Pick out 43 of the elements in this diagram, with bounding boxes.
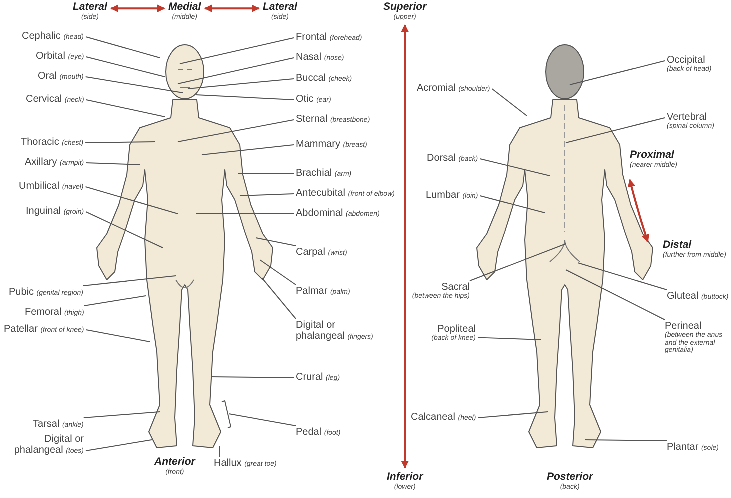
leader-line: [202, 144, 294, 156]
leader-line: [566, 270, 666, 320]
leader-line: [86, 56, 166, 78]
leader-line: [85, 36, 160, 58]
leader-line: [584, 440, 668, 442]
leader-line: [86, 212, 164, 248]
direction-term: Proximal: [630, 150, 676, 162]
leader-line: [262, 278, 296, 320]
leader-line: [188, 78, 294, 90]
leader-line: [86, 162, 140, 166]
leader-line: [212, 376, 294, 378]
leader-line: [228, 414, 296, 426]
leader-line: [178, 120, 294, 142]
leader-line: [83, 276, 176, 286]
leader-line: [196, 94, 294, 100]
leader-line: [570, 60, 666, 86]
leader-line: [85, 76, 184, 94]
leader-line: [478, 337, 542, 340]
leader-line: [86, 100, 166, 118]
direction-term: Distal: [663, 240, 693, 252]
leader-line: [86, 440, 152, 452]
leader-line: [480, 196, 546, 214]
leader-line: [180, 38, 294, 64]
leader-line: [240, 194, 294, 196]
leader-line: [566, 118, 666, 144]
leader-line: [86, 330, 150, 342]
leader-line: [85, 142, 156, 144]
direction-arrow: [204, 4, 260, 13]
leader-line: [578, 262, 668, 290]
direction-term: Posterior: [547, 472, 594, 484]
direction-arrow: [401, 24, 410, 469]
leader-line: [470, 244, 566, 282]
direction-arrow: [110, 4, 166, 13]
leader-line: [480, 158, 550, 176]
leader-line: [178, 58, 294, 84]
leader-line: [492, 88, 528, 116]
leader-line: [84, 296, 146, 306]
leader-line: [256, 238, 296, 246]
leader-line: [85, 186, 178, 214]
leader-line: [478, 412, 548, 418]
leader-line: [260, 260, 296, 286]
leader-line: [83, 412, 160, 418]
direction-term: Anterior: [154, 457, 196, 468]
